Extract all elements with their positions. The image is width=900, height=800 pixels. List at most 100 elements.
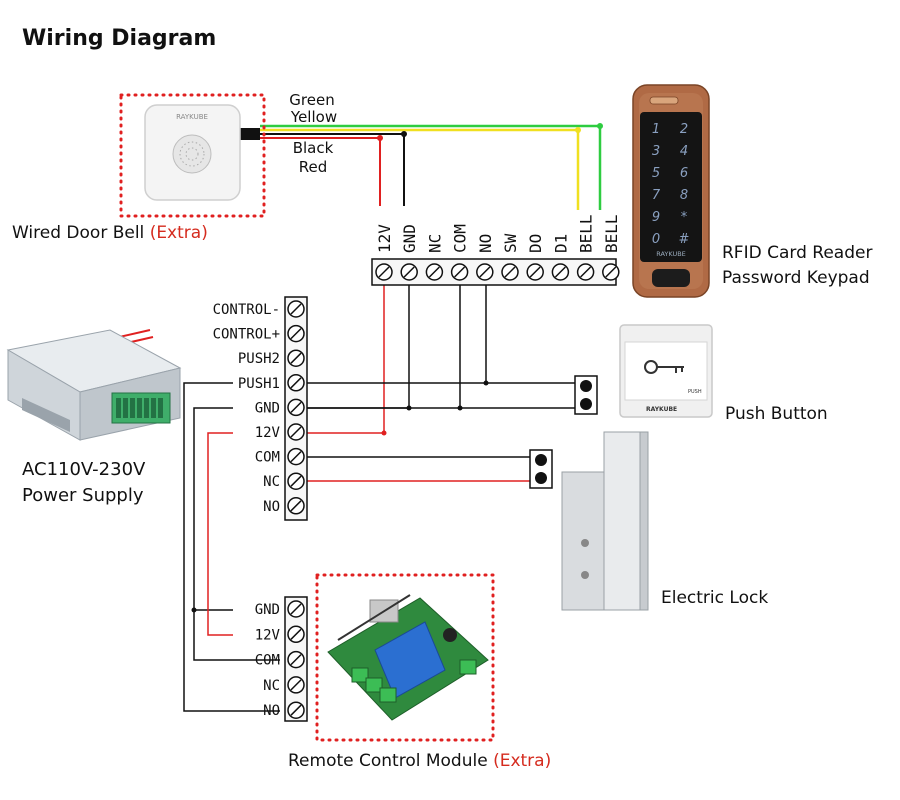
remote-terminal-screw: [287, 650, 305, 669]
keypad-keys: 1 2 3 4 5 6 7 8 9 * 0 #: [652, 122, 690, 247]
wire-label-yellow: Yellow: [290, 108, 337, 126]
push-button-brand: RAYKUBE: [646, 406, 677, 413]
keypad-key: 9: [652, 210, 660, 225]
power-label-line2: Power Supply: [22, 485, 144, 506]
keypad-key: 8: [680, 188, 688, 203]
power-terminal-label: NC: [263, 474, 280, 490]
electric-lock: [529, 431, 649, 611]
power-terminal-screw: [287, 423, 305, 441]
remote-terminal-screw: [287, 676, 305, 694]
reader-terminal-screw: [450, 263, 469, 281]
remote-terminal-screw: [287, 701, 305, 719]
reader-terminal-label: NO: [476, 234, 495, 253]
wire-gnd-remote-com: [193, 407, 280, 661]
power-terminal-screw: [287, 374, 305, 392]
power-terminal-screw: [287, 349, 305, 367]
door-bell-brand: RAYKUBE: [176, 113, 208, 121]
remote-terminal-label: COM: [255, 653, 280, 669]
reader-terminal-label: GND: [400, 224, 419, 253]
reader-terminal-screw: [526, 263, 544, 281]
reader-terminal-label: BELL: [602, 214, 621, 253]
wire-label-green: Green: [289, 91, 334, 109]
remote-terminal-screw: [287, 600, 305, 618]
rfid-reader-scanner: [652, 269, 690, 287]
remote-relay: [374, 621, 446, 699]
keypad-key: 2: [680, 122, 688, 137]
remote-terminal-screw: [287, 625, 305, 644]
rfid-reader-led: [649, 96, 679, 105]
reader-terminal-label: SW: [501, 233, 520, 253]
remote-terminal-label: 12V: [255, 627, 281, 643]
reader-terminal-label: COM: [451, 224, 470, 253]
reader-terminal-block: [371, 258, 620, 286]
wire-reader-gnd: [306, 283, 410, 409]
power-terminal-screw: [287, 398, 305, 417]
reader-terminal-label: D1: [551, 234, 570, 253]
remote-terminal-block: [284, 596, 308, 722]
power-terminal-screw: [287, 324, 305, 343]
power-label-line1: AC110V-230V: [22, 459, 146, 480]
wires: [183, 123, 603, 712]
rfid-reader-keypad: [640, 112, 702, 262]
door-bell-speaker: [172, 134, 212, 174]
power-terminal-label: COM: [255, 450, 280, 466]
power-terminal-block: [284, 296, 308, 521]
diagram-title: Wiring Diagram: [22, 26, 216, 51]
door-bell-label: Wired Door Bell (Extra): [12, 223, 208, 243]
keypad-key: 0: [652, 232, 660, 247]
reader-terminal-label: BELL: [577, 214, 596, 253]
wire-push1-remote-no: [183, 382, 280, 712]
bell-cable-stub: [238, 128, 260, 140]
reader-terminal-screw: [576, 263, 595, 281]
wire-label-red: Red: [299, 158, 328, 176]
reader-terminal-screw: [501, 263, 519, 281]
power-terminal-screw: [287, 472, 305, 490]
keypad-key: 4: [680, 144, 688, 159]
remote-terminal-labels: GND 12V COM NC NO: [255, 602, 281, 719]
lock-magnet: [603, 431, 645, 611]
keypad-key: #: [679, 232, 690, 247]
power-terminal-label: PUSH2: [238, 351, 280, 367]
reader-terminal-screw: [375, 263, 393, 281]
push-button-label: Push Button: [725, 404, 828, 424]
power-terminal-screw: [287, 447, 305, 466]
rfid-label-line2: Password Keypad: [722, 268, 870, 288]
keypad-key: 7: [652, 188, 661, 203]
power-terminal-screw: [287, 497, 305, 515]
wire-label-black: Black: [293, 139, 334, 157]
remote-terminal-label: NC: [263, 678, 280, 694]
reader-terminal-screw: [400, 263, 418, 281]
rfid-reader-brand: RAYKUBE: [656, 250, 686, 258]
reader-terminal-label: NC: [425, 234, 444, 253]
push-button-push-text: PUSH: [688, 389, 702, 395]
power-terminal-label: CONTROL+: [213, 327, 280, 343]
reader-terminal-label: DO: [526, 234, 545, 253]
reader-terminal-screw: [425, 263, 444, 281]
power-terminal-label: GND: [255, 400, 280, 416]
power-terminal-label: CONTROL-: [213, 302, 280, 318]
keypad-key: *: [681, 210, 688, 225]
remote-label: Remote Control Module (Extra): [288, 751, 551, 771]
keypad-key: 3: [652, 144, 660, 159]
remote-terminal-label: GND: [255, 602, 280, 618]
keypad-key: 5: [652, 166, 660, 181]
reader-terminal-labels: 12V GND NC COM NO SW DO D1 BELL BELL: [375, 214, 621, 253]
reader-terminal-label: 12V: [375, 224, 394, 253]
reader-terminal-screw: [602, 263, 620, 281]
wire-reader-12v: [306, 283, 385, 434]
electric-lock-label: Electric Lock: [661, 588, 768, 608]
rfid-reader: 1 2 3 4 5 6 7 8 9 * 0 # RAYKUBE: [632, 84, 710, 298]
power-terminal-label: NO: [263, 499, 280, 515]
power-terminal-label: PUSH1: [238, 376, 280, 392]
power-terminal-label: 12V: [255, 425, 281, 441]
keypad-key: 6: [680, 166, 688, 181]
power-supply: [6, 329, 182, 441]
door-bell: RAYKUBE: [119, 93, 266, 218]
power-terminal-screw: [287, 300, 305, 318]
remote-terminal-label: NO: [263, 703, 280, 719]
keypad-key: 1: [652, 122, 660, 137]
wire-12v-remote: [207, 432, 233, 636]
rfid-label-line1: RFID Card Reader: [722, 243, 872, 263]
